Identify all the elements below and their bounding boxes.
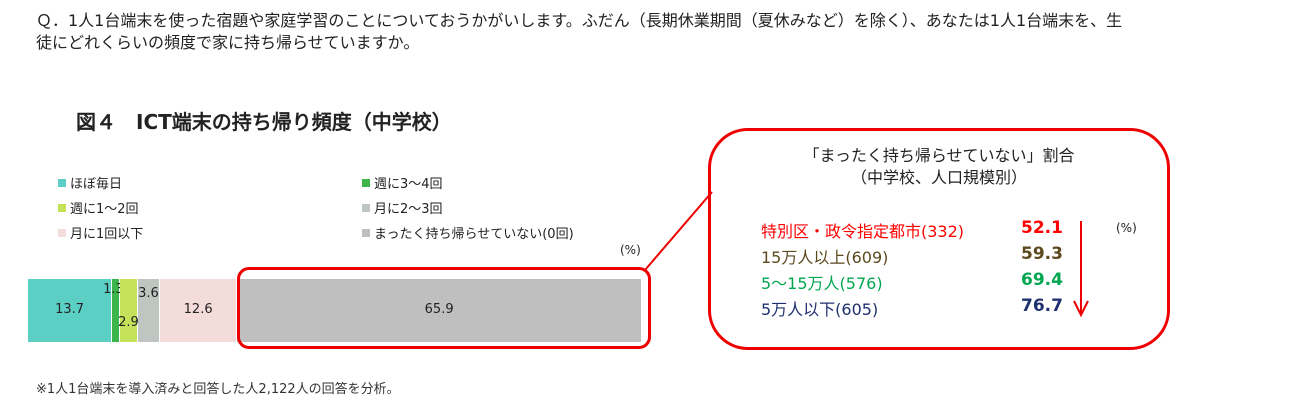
legend-item: 月に1回以下 <box>58 223 143 242</box>
legend-swatch <box>362 178 370 187</box>
legend-item: ほぼ毎日 <box>58 173 122 192</box>
legend-swatch <box>58 178 66 187</box>
legend-swatch <box>58 228 66 237</box>
unit-label: (%) <box>620 243 641 257</box>
callout-row-label: 15万人以上(609) <box>761 248 889 267</box>
bar-segment: 12.6 <box>159 279 238 342</box>
footnote: ※1人1台端末を導入済みと回答した人2,122人の回答を分析。 <box>36 382 400 397</box>
data-label: 3.6 <box>138 286 159 301</box>
data-label: 2.9 <box>118 315 139 330</box>
bar-segment: 1.3 <box>103 279 124 342</box>
chart-title: 図４ ICT端末の持ち帰り頻度（中学校） <box>76 110 452 134</box>
legend-swatch <box>362 203 370 212</box>
callout-subtitle: （中学校、人口規模別） <box>850 168 1027 187</box>
data-label: 1.3 <box>103 282 124 297</box>
down-arrow-icon <box>1073 221 1089 318</box>
legend-item: 月に2～3回 <box>362 198 443 217</box>
legend-item: 週に3～4回 <box>362 173 443 192</box>
callout-row-label: 5～15万人(576) <box>761 274 883 293</box>
bar-segment: 13.7 <box>28 279 113 342</box>
legend-item: まったく持ち帰らせていない(0回) <box>362 223 574 242</box>
callout-row-value: 69.4 <box>1021 270 1063 290</box>
stacked-bar: 13.7 1.3 2.9 3.6 12.6 65.9 <box>28 279 642 342</box>
callout-title: 「まったく持ち帰らせていない」割合 （中学校、人口規模別） <box>711 145 1167 189</box>
bar-segment: 2.9 <box>118 279 139 342</box>
highlight-box <box>237 267 651 349</box>
legend-label: 週に1～2回 <box>70 202 139 217</box>
data-label: 13.7 <box>55 302 85 317</box>
bar-segment: 65.9 <box>237 279 642 342</box>
callout-row-value: 52.1 <box>1021 218 1063 238</box>
data-label: 65.9 <box>424 302 454 317</box>
data-label: 12.6 <box>183 302 213 317</box>
legend-label: まったく持ち帰らせていない(0回) <box>374 227 574 242</box>
legend-swatch <box>362 228 370 237</box>
callout-row-value: 59.3 <box>1021 244 1063 264</box>
legend-label: 月に1回以下 <box>70 227 144 242</box>
legend-label: ほぼ毎日 <box>70 177 123 192</box>
callout-row-label: 特別区・政令指定都市(332) <box>761 222 965 241</box>
legend-item: 週に1～2回 <box>58 198 139 217</box>
callout-title-line: 「まったく持ち帰らせていない」割合 <box>803 146 1075 165</box>
bar-segment: 3.6 <box>137 279 160 342</box>
legend-label: 月に2～3回 <box>374 202 443 217</box>
callout-unit: (%) <box>1116 221 1137 235</box>
legend-label: 週に3～4回 <box>374 177 443 192</box>
callout-row-label: 5万人以下(605) <box>761 300 879 319</box>
callout-row-value: 76.7 <box>1021 296 1063 316</box>
callout-box: 「まったく持ち帰らせていない」割合 （中学校、人口規模別） (%) 特別区・政令指… <box>708 128 1170 350</box>
legend-swatch <box>58 203 66 212</box>
question-text: Ｑ．1人1台端末を使った宿題や家庭学習のことについておうかがいします。ふだん（長… <box>36 11 1123 52</box>
